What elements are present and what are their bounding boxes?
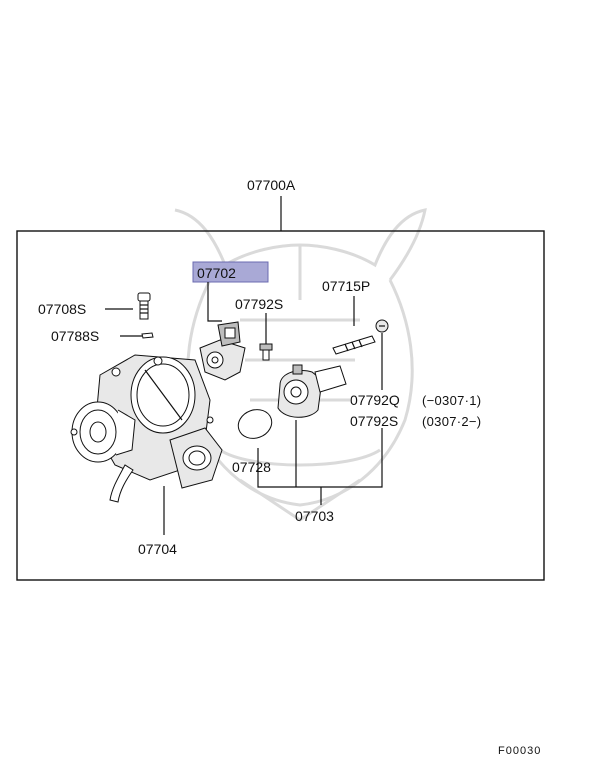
label-07788s: 07788S [51, 328, 99, 344]
oring-07728 [237, 409, 273, 439]
label-07703: 07703 [295, 508, 334, 524]
idle-air-control-valve [277, 364, 347, 418]
highlight-07702 [192, 261, 269, 283]
bolt-07715p [332, 335, 376, 355]
label-07792s-right: 07792S [350, 413, 398, 429]
pin-07788s [141, 332, 154, 339]
label-07702[interactable]: 07702 [197, 265, 236, 281]
throttle-body [70, 354, 223, 503]
throttle-position-sensor [199, 321, 246, 381]
label-07728: 07728 [232, 459, 271, 475]
screw-07792s-top [259, 343, 273, 361]
label-07700a: 07700A [247, 177, 296, 193]
label-07792s-top: 07792S [235, 296, 283, 312]
label-07715p: 07715P [322, 278, 370, 294]
label-07704: 07704 [138, 541, 177, 557]
leader-07703-bracket [257, 428, 383, 488]
screw-07792q [375, 319, 389, 333]
label-07792q: 07792Q [350, 392, 400, 408]
label-07708s: 07708S [38, 301, 86, 317]
label-07792q-range: (−0307·1) [422, 393, 481, 408]
screw-07708s [137, 292, 151, 320]
label-07792s-range: (0307·2−) [422, 414, 481, 429]
leader-07702 [207, 282, 222, 322]
figure-code: F00030 [498, 745, 541, 757]
